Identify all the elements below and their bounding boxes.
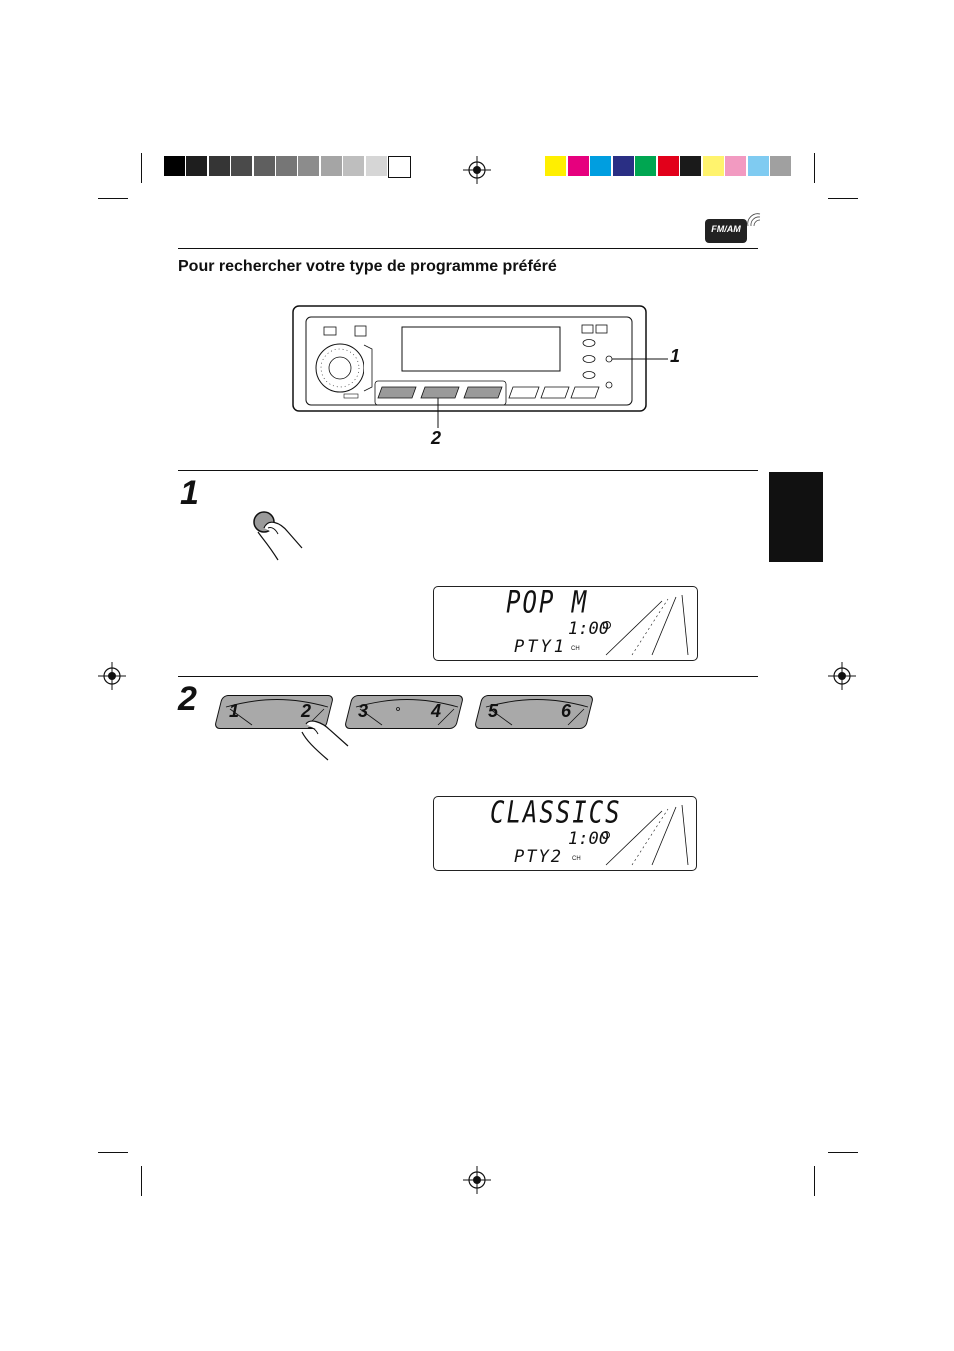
callout-label-2: 2 xyxy=(431,428,442,448)
crop-mark xyxy=(141,153,142,183)
lcd-level-meter xyxy=(605,594,689,656)
crop-mark xyxy=(98,1152,128,1153)
registration-mark-bottom xyxy=(463,1166,491,1194)
lcd-display-step2: CLASSICS 1:00 PTY2 CH xyxy=(433,795,697,871)
gray-swatch xyxy=(253,156,276,176)
lcd-ch-indicator: CH xyxy=(571,646,580,652)
lcd-pty-channel: PTY2 xyxy=(514,847,563,867)
callout-leader-1 xyxy=(612,358,668,360)
registration-mark-left xyxy=(98,662,126,690)
color-swatch xyxy=(635,156,657,176)
finger-press-button-icon xyxy=(253,511,303,561)
section-title: Pour rechercher votre type de programme … xyxy=(178,258,557,275)
registration-mark-top xyxy=(463,156,491,184)
gray-swatch xyxy=(208,156,231,176)
step-1-number: 1 xyxy=(180,474,199,512)
preset-label-2: 2 xyxy=(301,701,312,721)
header-rule xyxy=(178,248,758,249)
lcd-clock: 1:00 xyxy=(568,619,609,639)
color-swatch xyxy=(747,156,770,176)
car-stereo-illustration xyxy=(292,305,648,413)
color-swatch xyxy=(657,156,680,176)
preset-label-5: 5 xyxy=(488,701,499,721)
registration-mark-right xyxy=(828,662,856,690)
color-swatch xyxy=(590,156,612,176)
step-2-rule xyxy=(178,676,758,677)
crop-mark xyxy=(98,198,128,199)
lcd-pty-channel: PTY1 xyxy=(514,637,567,657)
color-swatch xyxy=(545,156,567,176)
crop-mark xyxy=(828,1152,858,1153)
preset-label-6: 6 xyxy=(561,701,572,721)
clock-icon xyxy=(602,831,610,839)
callout-leader-2 xyxy=(437,398,439,428)
preset-label-1: 1 xyxy=(229,701,240,721)
gray-swatch xyxy=(164,156,186,176)
color-swatch xyxy=(612,156,635,176)
section-thumb-tab xyxy=(769,472,823,562)
gray-swatch xyxy=(365,156,388,176)
lcd-display-step1: POP M 1:00 PTY1 CH xyxy=(433,585,698,661)
color-swatch xyxy=(770,156,792,176)
crop-mark xyxy=(814,1166,815,1196)
gray-swatch xyxy=(298,156,321,176)
fm-am-badge-label: FM/AM xyxy=(711,224,741,234)
crop-mark xyxy=(141,1166,142,1196)
gray-swatch xyxy=(186,156,209,176)
fm-am-badge: FM/AM xyxy=(705,219,747,243)
gray-swatch xyxy=(276,156,298,176)
preset-label-3: 3 xyxy=(358,701,369,721)
gray-swatch xyxy=(320,156,343,176)
lcd-ch-indicator: CH xyxy=(572,856,581,862)
color-swatch xyxy=(702,156,725,176)
crop-mark xyxy=(828,198,858,199)
gray-swatch xyxy=(388,156,411,178)
gray-swatch xyxy=(231,156,254,176)
lcd-pty-name: POP M xyxy=(506,585,589,620)
step-2-number: 2 xyxy=(178,680,197,718)
preset-curves xyxy=(225,699,589,726)
callout-label-1: 1 xyxy=(670,346,681,366)
color-swatch xyxy=(680,156,702,176)
gray-swatch xyxy=(343,156,366,176)
crop-mark xyxy=(814,153,815,183)
lcd-pty-name: CLASSICS xyxy=(490,795,622,830)
color-swatch xyxy=(725,156,747,176)
radio-waves-icon xyxy=(747,213,761,227)
color-swatch xyxy=(567,156,590,176)
clock-icon xyxy=(603,621,611,629)
finger-press-preset-icon xyxy=(301,720,349,761)
lcd-clock: 1:00 xyxy=(568,829,609,849)
preset-label-4: 4 xyxy=(431,701,442,721)
step-1-rule xyxy=(178,470,758,471)
lcd-level-meter xyxy=(605,804,689,866)
